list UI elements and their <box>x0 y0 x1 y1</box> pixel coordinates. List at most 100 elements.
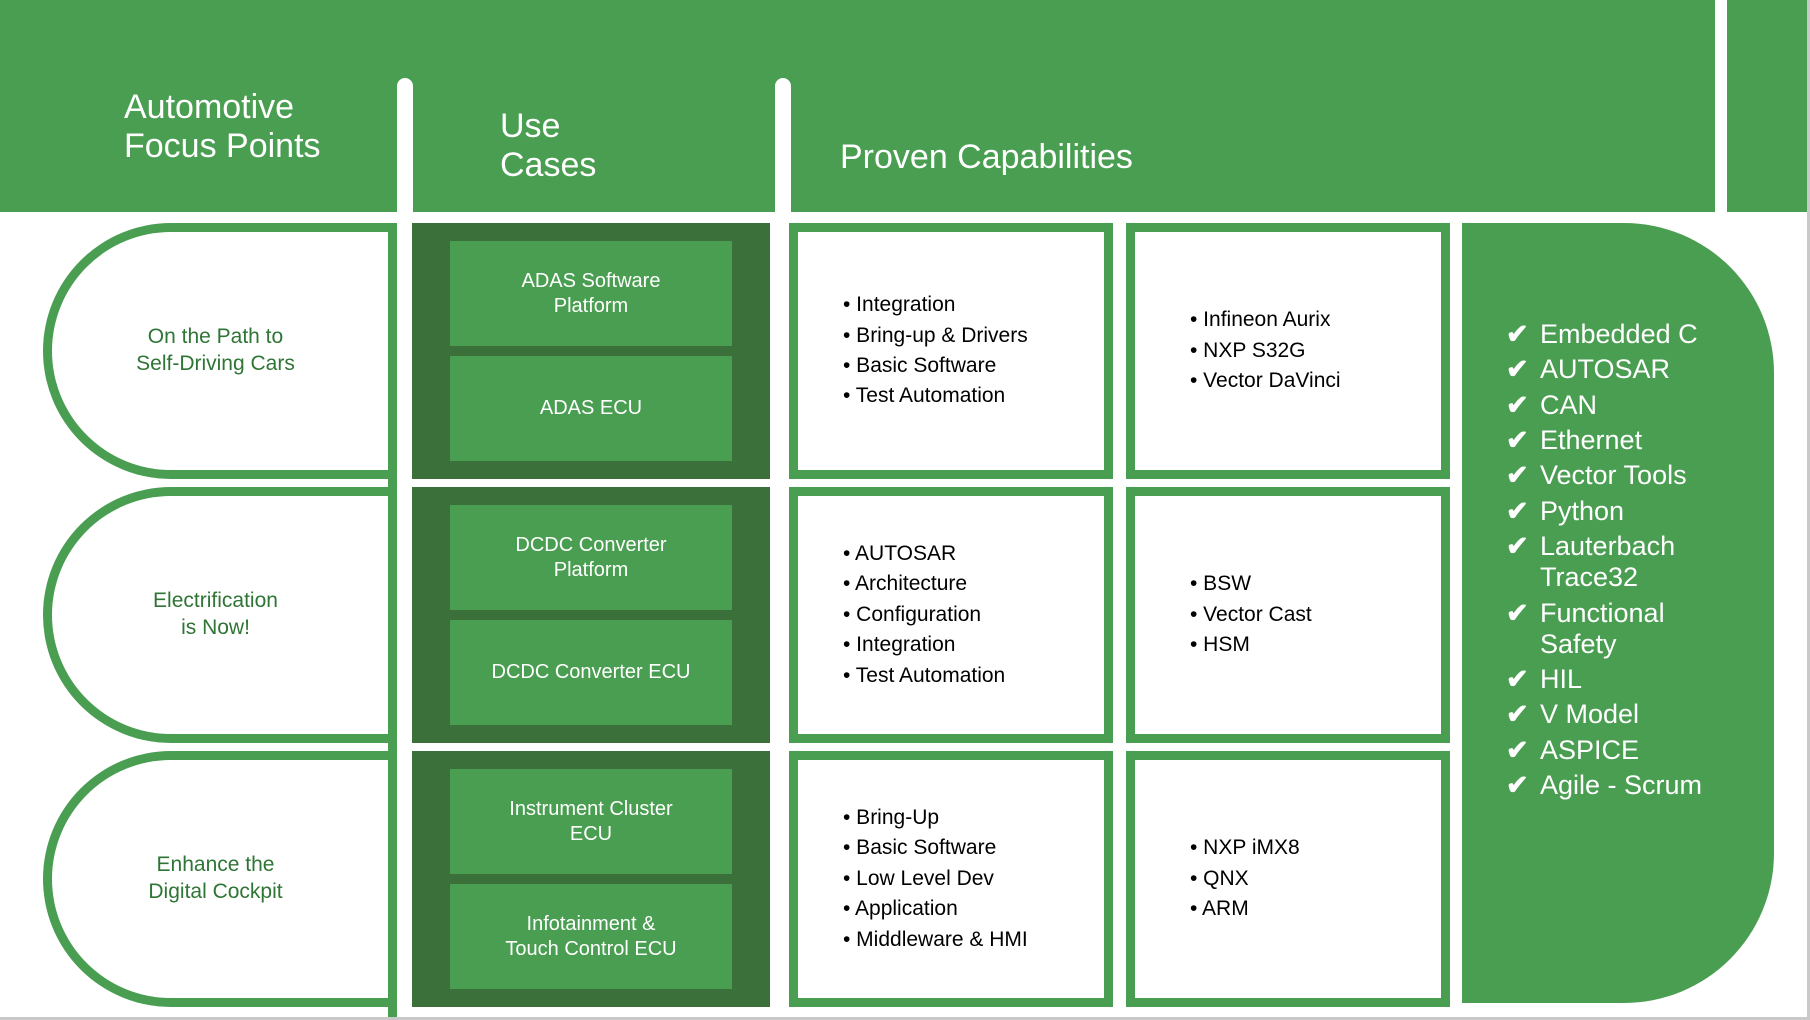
capability-list: • Integration • Bring-up & Drivers • Bas… <box>798 232 1104 470</box>
focus-point-capsule[interactable]: Enhance the Digital Cockpit <box>43 751 397 1017</box>
checklist-item-label: Functional Safety <box>1540 597 1665 659</box>
use-case-panel: DCDC Converter Platform DCDC Converter E… <box>412 487 770 743</box>
platform-item: • Vector DaVinci <box>1190 369 1341 393</box>
platform-card: • Infineon Aurix • NXP S32G • Vector DaV… <box>1126 223 1450 479</box>
use-case-box[interactable]: DCDC Converter ECU <box>450 620 732 725</box>
use-case-box[interactable]: ADAS ECU <box>450 356 732 461</box>
check-icon: ✔ <box>1506 424 1529 455</box>
checklist-item-label: CAN <box>1540 389 1598 420</box>
platform-item: • QNX <box>1190 866 1249 890</box>
platform-item: • BSW <box>1190 572 1252 596</box>
check-icon: ✔ <box>1506 597 1529 628</box>
checklist-item-label: Agile - Scrum <box>1540 770 1703 801</box>
capability-item: • Test Automation <box>843 663 1006 687</box>
capability-item: • Configuration <box>843 602 982 626</box>
capability-item: • Bring-Up <box>843 805 940 829</box>
capsule-outline <box>43 487 397 761</box>
checklist-item-label: HIL <box>1540 664 1583 695</box>
checklist-item: ✔ ASPICE <box>1506 735 1774 766</box>
use-case-box[interactable]: DCDC Converter Platform <box>450 505 732 610</box>
check-icon: ✔ <box>1506 664 1529 695</box>
focus-point-label: On the Path to Self-Driving Cars <box>136 325 295 375</box>
capsule-outline <box>43 751 397 1017</box>
checklist-item-label: Vector Tools <box>1540 460 1687 491</box>
header-divider-2 <box>775 78 791 223</box>
check-icon: ✔ <box>1506 699 1529 730</box>
platform-card: • BSW • Vector Cast • HSM <box>1126 487 1450 743</box>
checklist-item: ✔ CAN <box>1506 390 1774 421</box>
checklist-item-label: Python <box>1540 495 1625 526</box>
capability-card: • Integration • Bring-up & Drivers • Bas… <box>789 223 1113 479</box>
platform-list: • NXP iMX8 • QNX • ARM <box>1135 760 1441 998</box>
check-icon: ✔ <box>1506 389 1529 420</box>
header-band <box>0 0 1715 212</box>
checklist-item-label: Ethernet <box>1540 424 1643 455</box>
checklist-item: ✔ Lauterbach Trace32 <box>1506 531 1774 594</box>
header-title-proven-capabilities: Proven Capabilities <box>840 138 1133 176</box>
platform-item: • HSM <box>1190 633 1250 657</box>
check-icon: ✔ <box>1506 354 1529 385</box>
checklist-item: ✔ Python <box>1506 496 1774 527</box>
matrix-row: On the Path to Self-Driving Cars ADAS So… <box>0 223 1462 497</box>
use-case-box[interactable]: ADAS Software Platform <box>450 241 732 346</box>
matrix-row: Electrification is Now! DCDC Converter P… <box>0 487 1462 761</box>
header-band-right-edge <box>1727 0 1807 212</box>
capability-item: • Basic Software <box>843 354 997 377</box>
checklist-item-label: Embedded C <box>1540 319 1698 349</box>
focus-point-capsule[interactable]: Electrification is Now! <box>43 487 397 761</box>
check-icon: ✔ <box>1506 319 1529 349</box>
capability-item: • Integration <box>843 633 956 657</box>
check-icon: ✔ <box>1506 495 1529 526</box>
matrix-grid: On the Path to Self-Driving Cars ADAS So… <box>0 223 1807 1017</box>
checklist-item-label: V Model <box>1540 699 1640 730</box>
checklist-item: ✔ AUTOSAR <box>1506 354 1774 385</box>
checklist-item: ✔ Functional Safety <box>1506 598 1774 661</box>
capability-item: • Integration <box>843 293 956 317</box>
platform-item: • Vector Cast <box>1190 602 1312 626</box>
skills-checklist-panel: ✔ Embedded C ✔ AUTOSAR ✔ CAN ✔ Ethernet … <box>1462 223 1774 1003</box>
checklist-item-label: ASPICE <box>1540 734 1640 765</box>
use-case-box[interactable]: Instrument Cluster ECU <box>450 769 732 874</box>
platform-item: • Infineon Aurix <box>1190 308 1331 332</box>
capability-item: • AUTOSAR <box>843 541 957 565</box>
checklist-item: ✔ Vector Tools <box>1506 460 1774 491</box>
checklist-item: ✔ V Model <box>1506 699 1774 730</box>
checklist-item: ✔ HIL <box>1506 664 1774 695</box>
use-case-box[interactable]: Infotainment & Touch Control ECU <box>450 884 732 989</box>
platform-list: • Infineon Aurix • NXP S32G • Vector DaV… <box>1135 232 1441 470</box>
checklist-item-label: AUTOSAR <box>1540 354 1671 385</box>
platform-list: • BSW • Vector Cast • HSM <box>1135 496 1441 734</box>
capability-item: • Test Automation <box>843 384 1006 408</box>
use-case-panel: ADAS Software Platform ADAS ECU <box>412 223 770 479</box>
capability-item: • Middleware & HMI <box>843 927 1028 951</box>
focus-point-capsule[interactable]: On the Path to Self-Driving Cars <box>43 223 397 497</box>
focus-point-label: Electrification is Now! <box>153 589 278 639</box>
platform-card: • NXP iMX8 • QNX • ARM <box>1126 751 1450 1007</box>
capability-card: • Bring-Up • Basic Software • Low Level … <box>789 751 1113 1007</box>
platform-item: • NXP S32G <box>1190 338 1306 362</box>
check-icon: ✔ <box>1506 460 1529 491</box>
capability-item: • Basic Software <box>843 836 997 860</box>
header-divider-1 <box>397 78 413 223</box>
matrix-row: Enhance the Digital Cockpit Instrument C… <box>0 751 1462 1017</box>
check-icon: ✔ <box>1506 770 1529 801</box>
header-title-use-cases: Use Cases <box>500 107 597 185</box>
focus-point-label: Enhance the Digital Cockpit <box>148 853 283 903</box>
capability-item: • Architecture <box>843 572 968 596</box>
check-icon: ✔ <box>1506 734 1529 765</box>
capability-item: • Low Level Dev <box>843 866 994 890</box>
checklist-item: ✔ Agile - Scrum <box>1506 770 1774 801</box>
capability-list: • Bring-Up • Basic Software • Low Level … <box>798 760 1104 998</box>
checklist-item: ✔ Ethernet <box>1506 425 1774 456</box>
capability-card: • AUTOSAR • Architecture • Configuration… <box>789 487 1113 743</box>
capability-item: • Application <box>843 897 958 921</box>
header-title-focus-points: Automotive Focus Points <box>124 88 321 166</box>
capability-item: • Bring-up & Drivers <box>843 323 1028 347</box>
capability-list: • AUTOSAR • Architecture • Configuration… <box>798 496 1104 734</box>
checklist-item-label: Lauterbach Trace32 <box>1540 530 1676 593</box>
checklist-item: ✔ Embedded C <box>1506 319 1774 350</box>
check-icon: ✔ <box>1506 530 1529 561</box>
platform-item: • NXP iMX8 <box>1190 836 1300 860</box>
use-case-panel: Instrument Cluster ECU Infotainment & To… <box>412 751 770 1007</box>
